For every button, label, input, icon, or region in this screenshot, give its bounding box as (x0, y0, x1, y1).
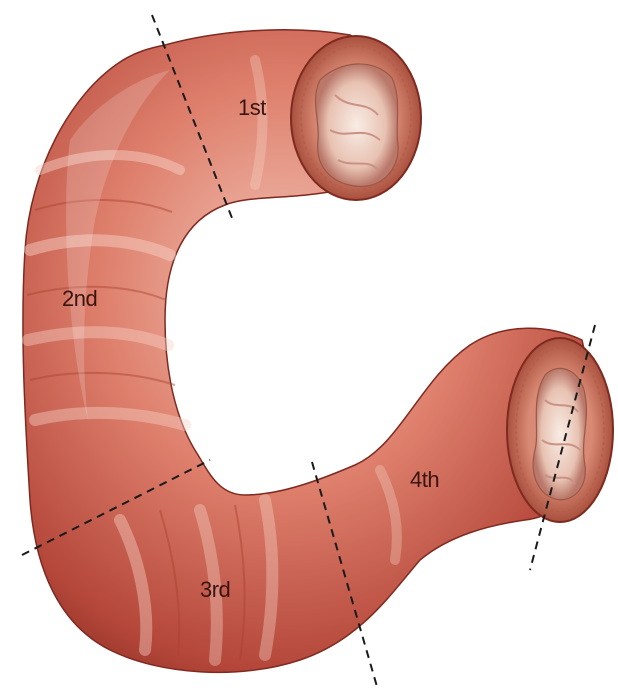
label-fourth-part: 4th (410, 467, 439, 492)
label-third-part: 3rd (200, 577, 230, 602)
proximal-cross-section (291, 36, 421, 200)
label-second-part: 2nd (62, 286, 97, 311)
label-first-part: 1st (238, 95, 266, 120)
distal-cross-section (507, 338, 613, 522)
